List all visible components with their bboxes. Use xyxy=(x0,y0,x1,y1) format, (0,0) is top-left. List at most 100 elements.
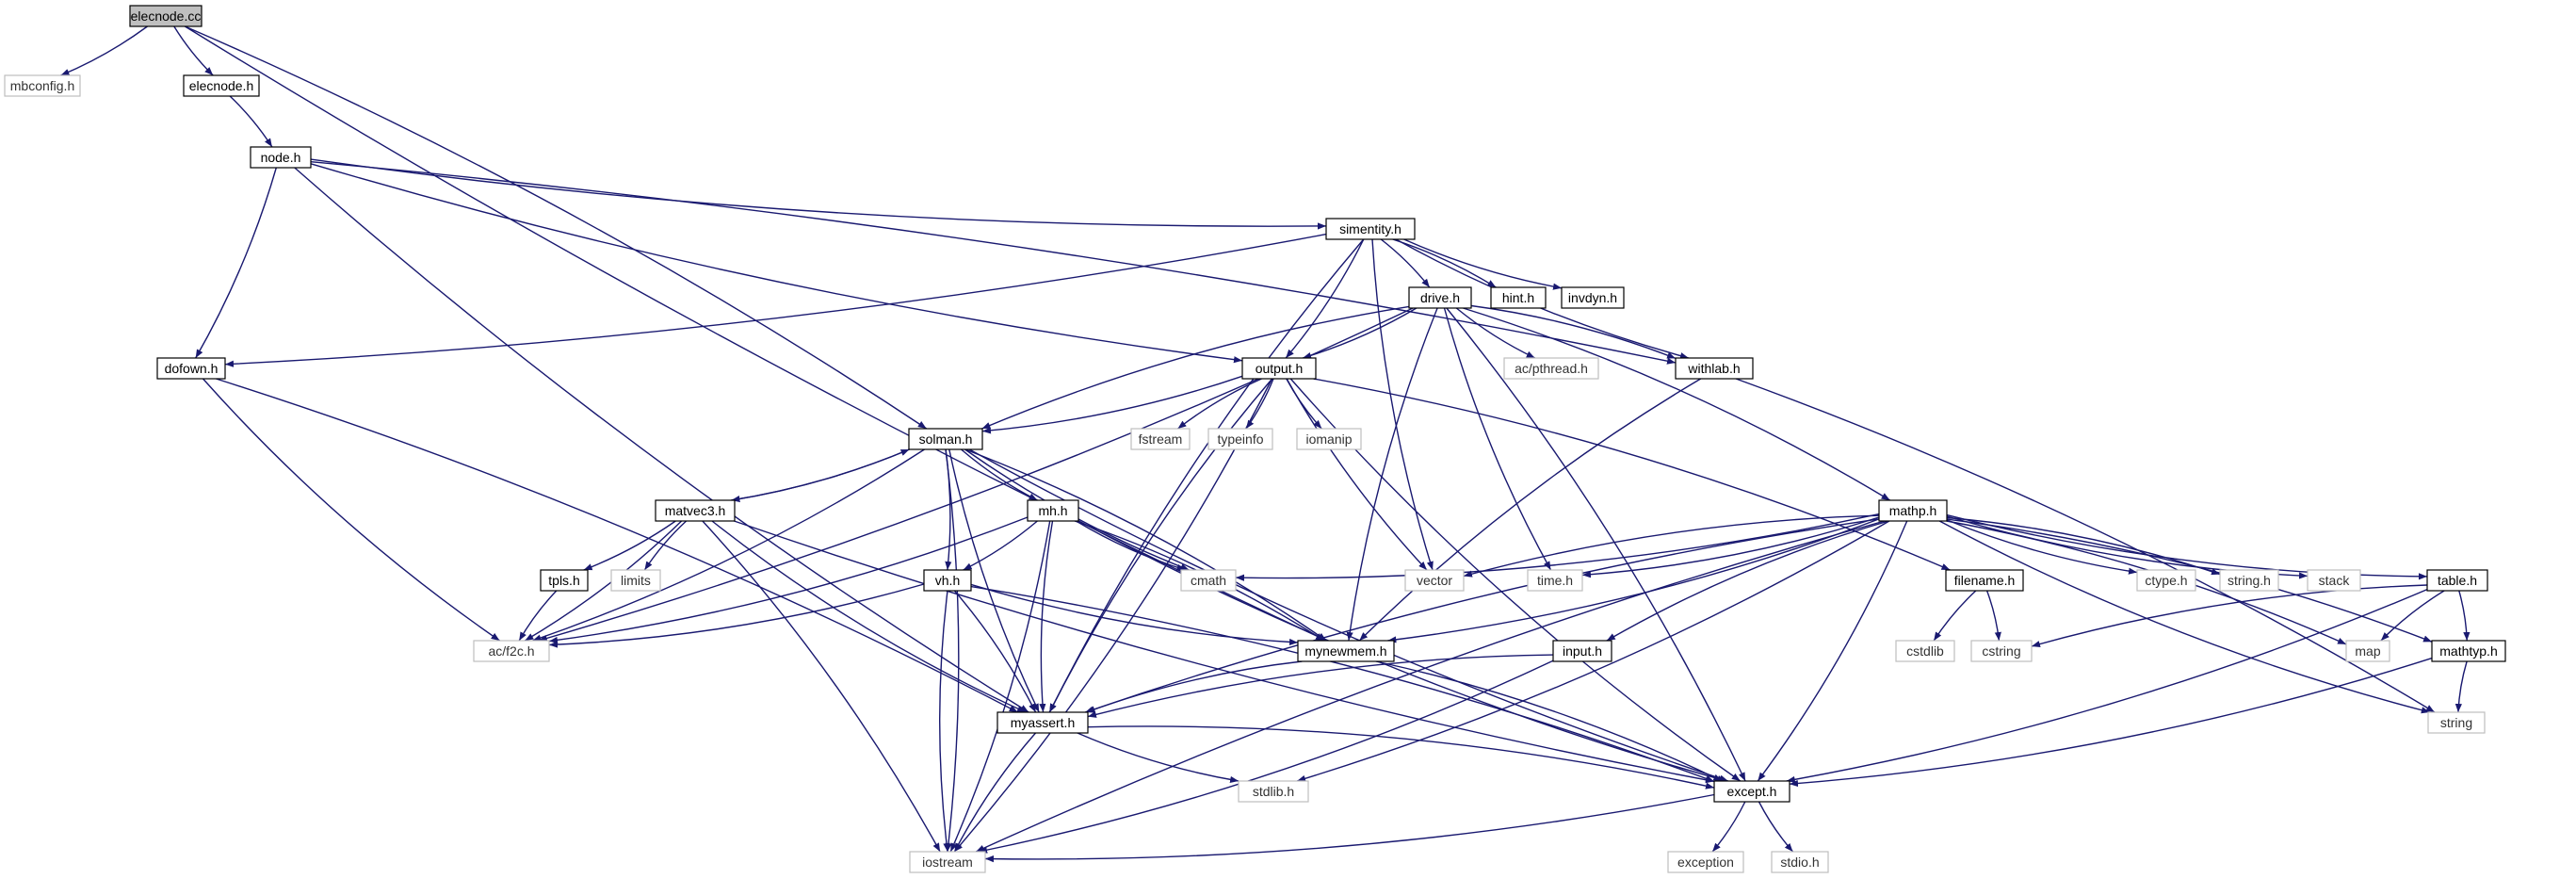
node-vh_h[interactable]: vh.h xyxy=(923,569,972,592)
node-cstdlib: cstdlib xyxy=(1895,640,1955,662)
edge-mathp_h-to-string_h xyxy=(1946,516,2221,576)
node-matvec3_h[interactable]: matvec3.h xyxy=(655,499,736,522)
node-box-cmath xyxy=(1180,569,1237,592)
edge-elecnode_cc-to-solman_h xyxy=(185,25,928,430)
edge-output_h-to-vector xyxy=(1286,378,1428,571)
node-label-except_h: except.h xyxy=(1727,784,1777,799)
node-fstream: fstream xyxy=(1130,428,1191,450)
node-stdio_h: stdio.h xyxy=(1771,851,1829,873)
edge-node_h-to-simentity_h xyxy=(310,158,1327,230)
edge-node_h-to-withlab_h xyxy=(310,161,1677,365)
node-label-mathtyp_h: mathtyp.h xyxy=(2439,643,2497,659)
edge-drive_h-to-ac_pthread_h xyxy=(1455,307,1536,359)
node-box-ac_f2c_h xyxy=(473,640,550,662)
node-box-output_h xyxy=(1241,357,1317,380)
node-elecnode_cc[interactable]: elecnode.cc xyxy=(129,5,203,27)
node-mh_h[interactable]: mh.h xyxy=(1027,499,1079,522)
edge-mynewmem_h-to-except_h xyxy=(1375,660,1723,782)
edge-mh_h-to-ac_f2c_h xyxy=(548,516,1029,643)
node-invdyn_h[interactable]: invdyn.h xyxy=(1561,286,1625,309)
edge-node_h-to-myassert_h xyxy=(294,167,1029,713)
node-node_h[interactable]: node.h xyxy=(250,146,312,169)
node-label-limits: limits xyxy=(621,573,651,588)
node-box-simentity_h xyxy=(1325,218,1416,240)
node-cmath: cmath xyxy=(1180,569,1237,592)
node-box-matvec3_h xyxy=(655,499,736,522)
node-box-string xyxy=(2427,711,2486,734)
node-box-elecnode_h xyxy=(183,74,260,97)
edge-solman_h-to-mynewmem_h xyxy=(964,448,1327,642)
node-label-stdio_h: stdio.h xyxy=(1780,855,1819,870)
node-ctype_h: ctype.h xyxy=(2136,569,2196,592)
edge-drive_h-to-mathp_h xyxy=(1463,307,1890,501)
node-filename_h[interactable]: filename.h xyxy=(1945,569,2024,592)
node-mathp_h[interactable]: mathp.h xyxy=(1878,499,1948,522)
node-mynewmem_h[interactable]: mynewmem.h xyxy=(1297,640,1395,662)
node-box-except_h xyxy=(1713,780,1790,803)
node-label-vh_h: vh.h xyxy=(935,573,960,588)
node-label-iostream: iostream xyxy=(922,855,973,870)
node-table_h[interactable]: table.h xyxy=(2426,569,2488,592)
node-box-solman_h xyxy=(908,428,983,450)
node-label-mynewmem_h: mynewmem.h xyxy=(1304,643,1386,659)
node-label-node_h: node.h xyxy=(261,150,301,165)
edge-table_h-to-mathtyp_h xyxy=(2458,590,2471,642)
edge-mathp_h-to-input_h xyxy=(1606,520,1889,642)
edge-mathp_h-to-mathtyp_h xyxy=(1946,518,2433,643)
node-output_h[interactable]: output.h xyxy=(1241,357,1317,380)
edge-mathtyp_h-to-string xyxy=(2454,660,2468,713)
edge-table_h-to-map xyxy=(2380,590,2445,642)
node-solman_h[interactable]: solman.h xyxy=(908,428,983,450)
node-label-typeinfo: typeinfo xyxy=(1217,431,1263,447)
edge-solman_h-to-matvec3_h xyxy=(731,448,910,503)
edge-mathp_h-to-ctype_h xyxy=(1946,519,2138,575)
edge-simentity_h-to-dofown_h xyxy=(224,233,1327,367)
node-box-withlab_h xyxy=(1675,357,1754,380)
node-drive_h[interactable]: drive.h xyxy=(1408,286,1472,309)
edge-withlab_h-to-mynewmem_h xyxy=(1358,378,1702,642)
node-box-mbconfig_h xyxy=(4,74,81,97)
edge-mathp_h-to-stack xyxy=(1946,515,2309,579)
node-withlab_h[interactable]: withlab.h xyxy=(1675,357,1754,380)
node-map: map xyxy=(2345,640,2390,662)
node-mbconfig_h: mbconfig.h xyxy=(4,74,81,97)
node-mathtyp_h[interactable]: mathtyp.h xyxy=(2431,640,2506,662)
node-dofown_h[interactable]: dofown.h xyxy=(156,357,226,380)
node-label-ac_pthread_h: ac/pthread.h xyxy=(1515,361,1588,376)
node-box-mynewmem_h xyxy=(1297,640,1395,662)
node-label-ac_f2c_h: ac/f2c.h xyxy=(488,643,534,659)
node-box-invdyn_h xyxy=(1561,286,1625,309)
edge-elecnode_cc-to-mynewmem_h xyxy=(185,25,1327,642)
node-tpls_h[interactable]: tpls.h xyxy=(540,569,589,592)
node-box-typeinfo xyxy=(1207,428,1273,450)
node-myassert_h[interactable]: myassert.h xyxy=(996,711,1089,734)
edge-matvec3_h-to-myassert_h xyxy=(711,520,1027,713)
node-box-mathtyp_h xyxy=(2431,640,2506,662)
node-label-string_h: string.h xyxy=(2228,573,2271,588)
edge-drive_h-to-mynewmem_h xyxy=(1346,307,1438,642)
edge-mathtyp_h-to-except_h xyxy=(1789,657,2433,788)
node-box-stdlib_h xyxy=(1238,780,1309,803)
node-box-time_h xyxy=(1527,569,1583,592)
node-except_h[interactable]: except.h xyxy=(1713,780,1790,803)
node-simentity_h[interactable]: simentity.h xyxy=(1325,218,1416,240)
edge-vh_h-to-ac_f2c_h xyxy=(548,583,925,648)
node-elecnode_h[interactable]: elecnode.h xyxy=(183,74,260,97)
edge-node_h-to-output_h xyxy=(310,163,1243,364)
node-label-elecnode_cc: elecnode.cc xyxy=(131,8,202,24)
edge-mynewmem_h-to-myassert_h xyxy=(1086,660,1303,713)
node-label-output_h: output.h xyxy=(1256,361,1304,376)
node-label-drive_h: drive.h xyxy=(1420,290,1460,305)
node-label-tpls_h: tpls.h xyxy=(548,573,579,588)
node-label-invdyn_h: invdyn.h xyxy=(1568,290,1617,305)
node-input_h[interactable]: input.h xyxy=(1552,640,1612,662)
node-box-limits xyxy=(610,569,661,592)
node-hint_h[interactable]: hint.h xyxy=(1490,286,1547,309)
node-label-mh_h: mh.h xyxy=(1038,503,1067,518)
edge-except_h-to-exception xyxy=(1711,801,1746,853)
edge-mathp_h-to-string xyxy=(1938,520,2430,714)
edge-mh_h-to-iostream xyxy=(949,520,1051,853)
node-box-cstdlib xyxy=(1895,640,1955,662)
edge-simentity_h-to-output_h xyxy=(1285,238,1365,359)
edge-matvec3_h-to-except_h xyxy=(734,520,1715,784)
